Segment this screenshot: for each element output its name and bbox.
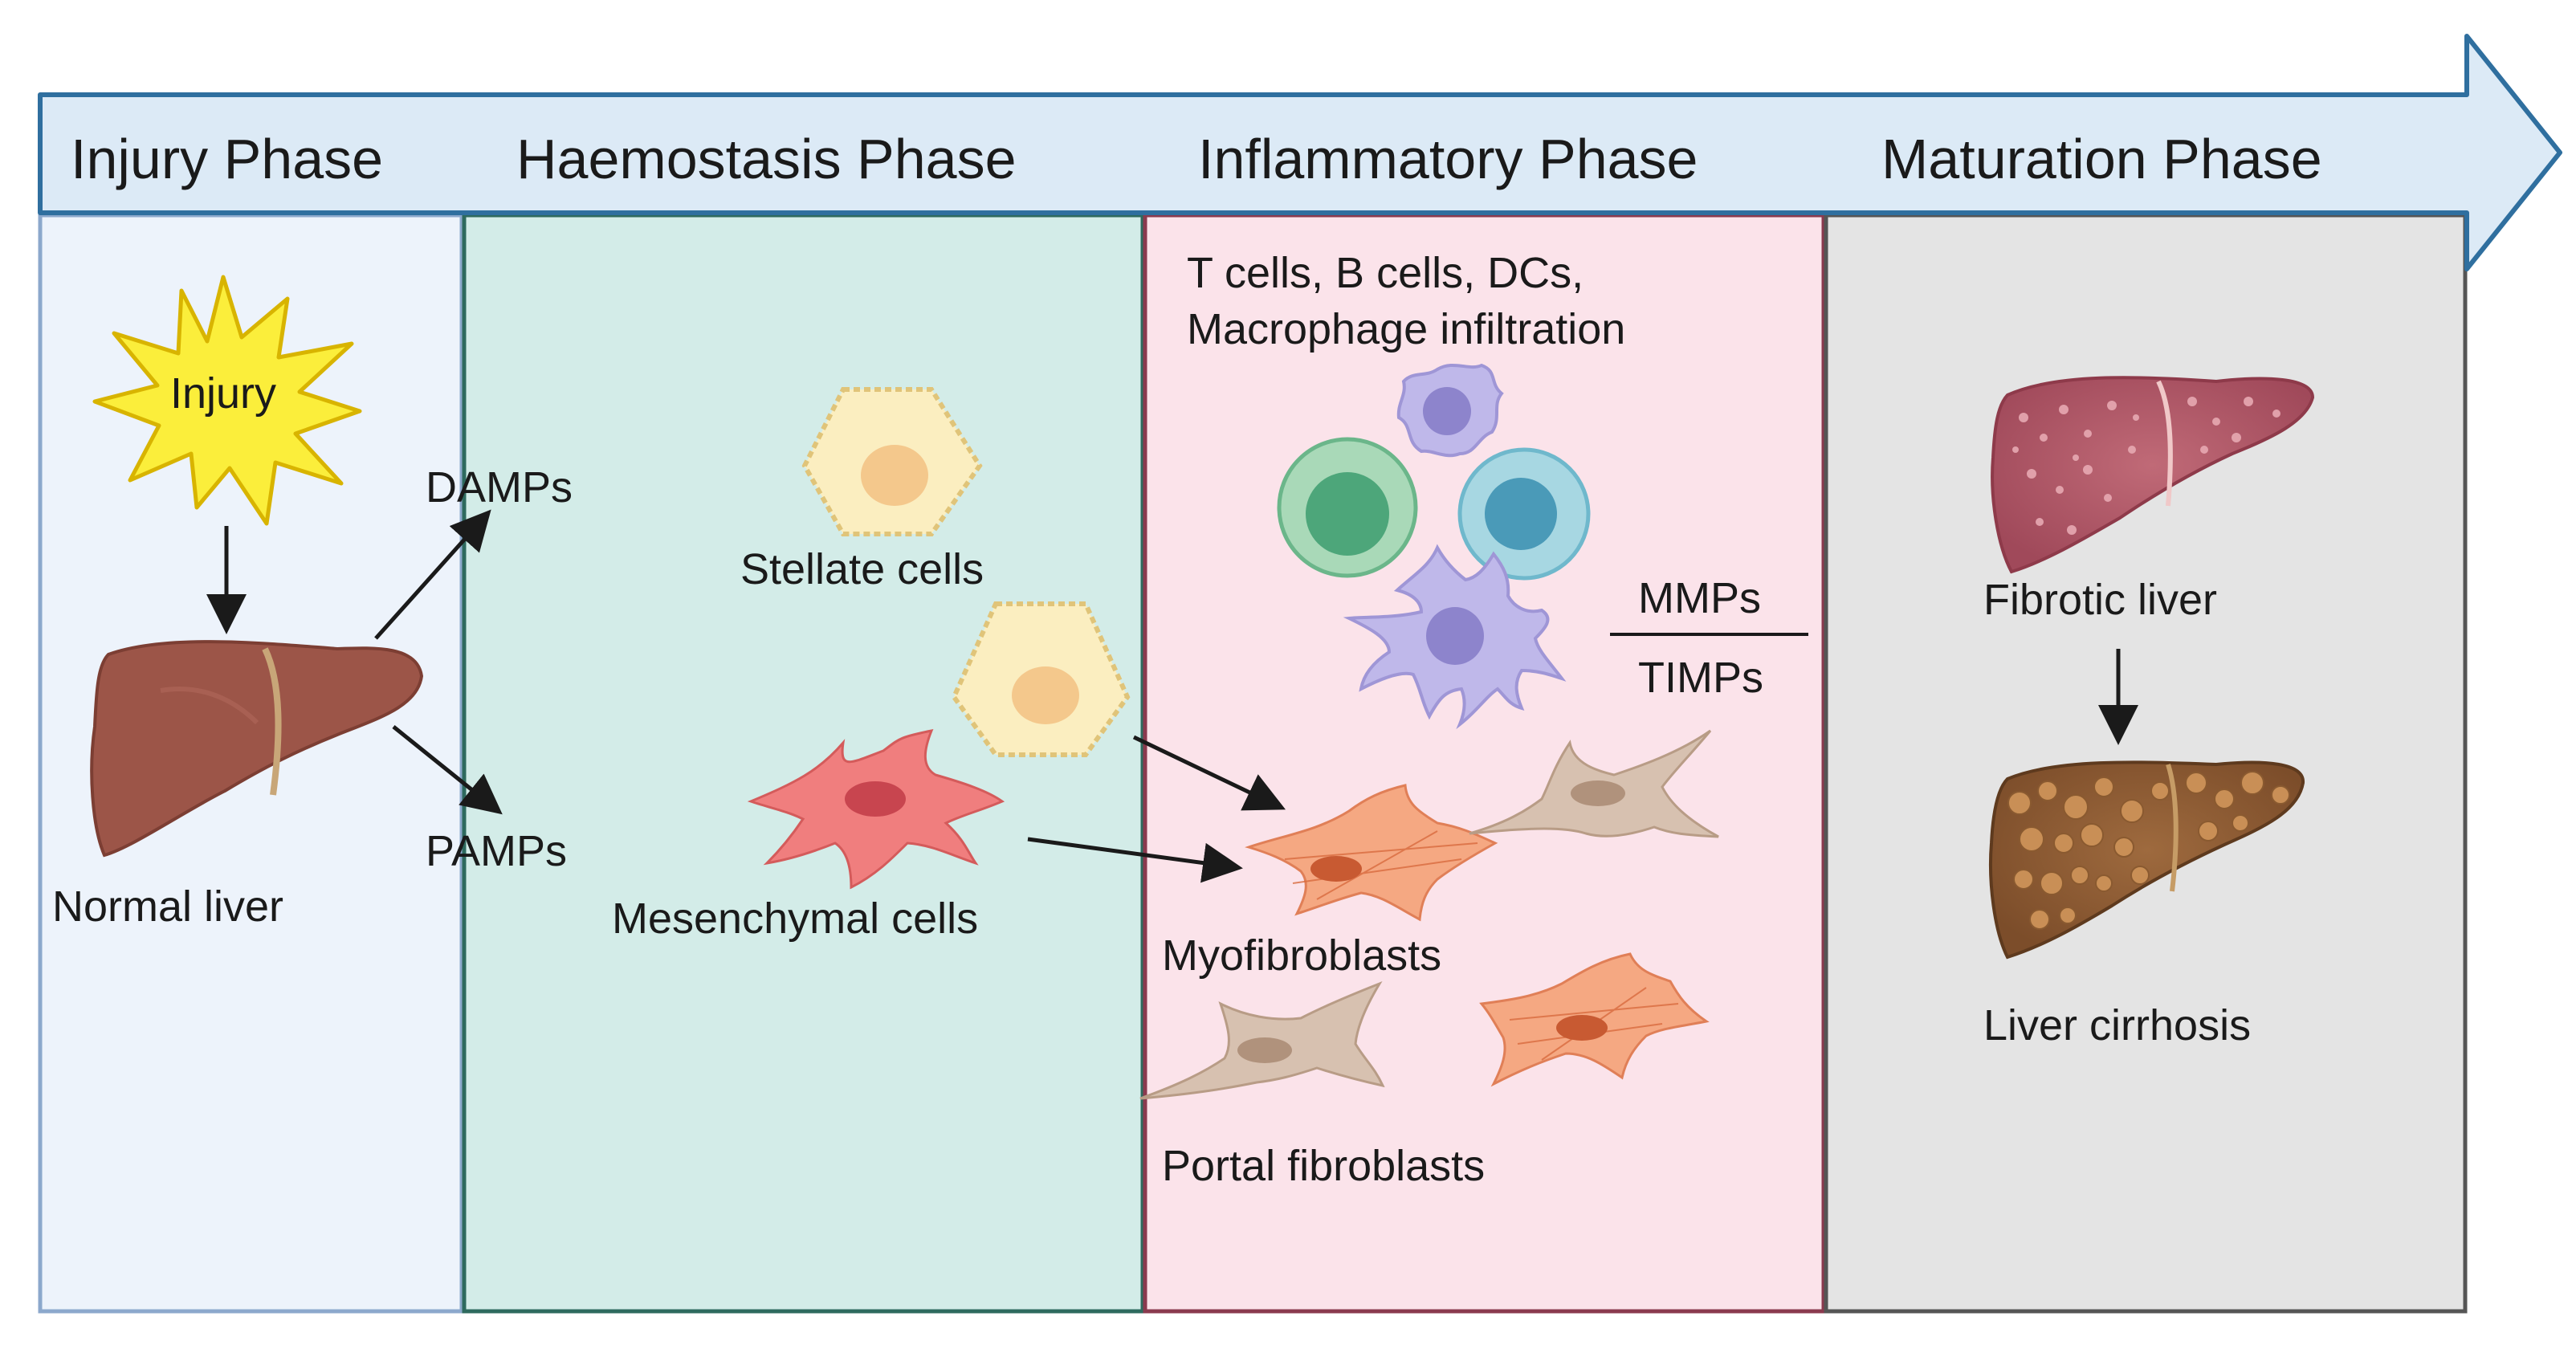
myofibroblast-icon [1245,784,1498,922]
stellate-cells-label: Stellate cells [740,545,984,593]
pamps-label: PAMPs [426,827,567,875]
injury-burst-label: Injury [170,369,276,418]
myofibroblasts-label: Myofibroblasts [1162,931,1441,980]
timeline-arrow [38,34,2562,271]
normal-liver-label: Normal liver [52,882,283,931]
stellate-cell-icon [801,387,983,536]
portal-fibroblast-icon [1139,980,1385,1100]
fibrotic-liver-icon [1991,376,2315,574]
injury-burst-icon [92,275,362,526]
b-cell-icon [1457,447,1591,581]
immune-cells-label-line1: T cells, B cells, DCs, [1187,249,1584,297]
cirrhotic-liver-icon [1988,760,2305,960]
fibroblast-icon [1469,729,1719,838]
timps-label: TIMPs [1638,654,1763,702]
t-cell-icon [1277,437,1418,578]
phase-title-injury: Injury Phase [71,128,383,190]
stellate-cell-icon-2 [951,601,1131,757]
fibrotic-liver-label: Fibrotic liver [1983,576,2217,624]
mmps-label: MMPs [1638,574,1761,622]
dendritic-cell-icon [1396,363,1504,458]
liver-cirrhosis-label: Liver cirrhosis [1983,1001,2251,1049]
macrophage-icon [1343,544,1567,730]
myofibroblast-icon-2 [1479,952,1710,1087]
haemostasis-phase-panel [462,213,1145,1314]
immune-cells-label-line2: Macrophage infiltration [1187,305,1625,353]
arrow-liver-to-pamps [392,725,503,815]
phase-title-haemostasis: Haemostasis Phase [516,128,1017,190]
phase-title-inflammatory: Inflammatory Phase [1198,128,1698,190]
arrow-mesenchymal-to-myofibroblast [1027,837,1243,883]
phase-title-maturation: Maturation Phase [1881,128,2322,190]
portal-fibroblasts-label: Portal fibroblasts [1162,1142,1485,1190]
arrow-stellate-to-myofibroblast [1132,735,1286,811]
mesenchymal-cell-icon [747,728,1005,890]
mesenchymal-cells-label: Mesenchymal cells [612,895,978,943]
damps-label: DAMPs [426,463,573,511]
normal-liver-icon [90,640,424,858]
arrow-liver-to-damps [374,509,491,640]
